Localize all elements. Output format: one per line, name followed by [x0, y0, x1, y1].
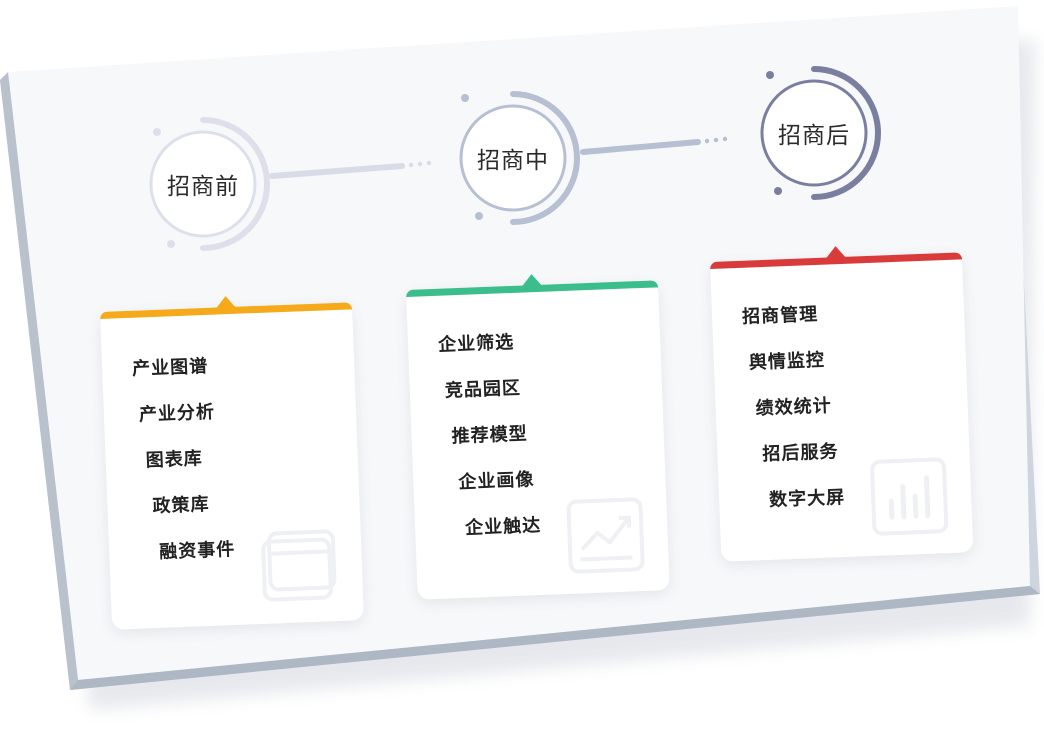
folder-icon	[261, 529, 337, 602]
stage-mid: 招商中	[443, 88, 583, 228]
stage-inner-ring	[149, 130, 257, 238]
stage-ring-dot	[774, 187, 782, 195]
stage-ring-icon	[459, 91, 580, 225]
trend-chart-icon	[566, 497, 645, 574]
stage-post-card: 招商管理 舆情监控 绩效统计 招后服务 数字大屏	[710, 245, 974, 562]
card-pointer	[215, 295, 236, 309]
connector-1-dot	[426, 160, 432, 166]
connector-1-line	[269, 163, 405, 179]
stage-ring-dot	[461, 94, 469, 102]
stage-mid-card: 企业筛选 竞品园区 推荐模型 企业画像 企业触达	[406, 273, 670, 600]
connector-1-dot	[408, 162, 414, 168]
stage-pre: 招商前	[133, 114, 273, 254]
stage-title: 招商后	[778, 123, 850, 149]
connector-2-dot	[713, 137, 719, 143]
connector-2-dot	[722, 136, 728, 142]
stage-ring-icon	[760, 66, 881, 200]
connector-2-line	[580, 139, 701, 155]
stage-outer-arc	[811, 66, 881, 200]
stage-title: 招商中	[477, 148, 549, 174]
card-pointer	[825, 245, 846, 259]
stage-ring-dot	[766, 71, 774, 79]
connector-2-dot	[704, 138, 710, 144]
stage-outer-arc	[200, 117, 270, 251]
stage-ring-dot	[167, 240, 175, 248]
stage-inner-ring	[459, 104, 567, 212]
stage-post: 招商后	[744, 63, 884, 203]
stage-pre-card: 产业图谱 产业分析 图表库 政策库 融资事件	[100, 295, 365, 630]
stage-inner-ring	[760, 79, 868, 187]
stage-title: 招商前	[167, 174, 239, 200]
bar-chart-icon	[870, 457, 949, 536]
stage-outer-arc	[510, 91, 580, 225]
connector-1-dot	[417, 161, 423, 167]
card-pointer	[521, 273, 542, 287]
stage-ring-dot	[153, 128, 161, 136]
stage-ring-dot	[475, 212, 483, 220]
stage-ring-icon	[149, 117, 270, 251]
